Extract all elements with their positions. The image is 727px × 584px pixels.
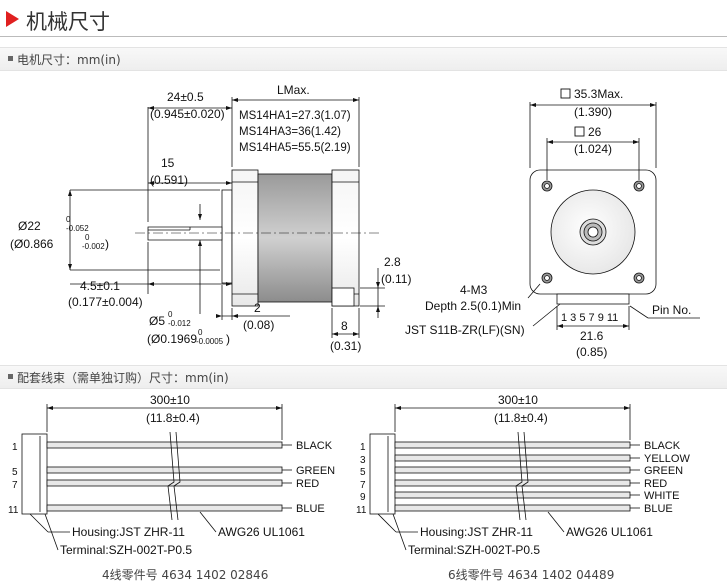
dim-45: 4.5±0.1: [80, 279, 120, 293]
cable6-wires: [394, 441, 631, 512]
cable6-pin-1: 1: [360, 442, 366, 453]
page-header: 机械尺寸: [0, 0, 727, 38]
dim-dia22-in-tol-upper: 0: [85, 233, 90, 242]
dim-15-in: (0.591): [150, 173, 188, 187]
front-connector: [556, 293, 630, 305]
dim-15: 15: [161, 156, 175, 170]
square-bullet-icon: [8, 56, 13, 61]
cable6-color-blue: BLUE: [644, 503, 673, 515]
cable6-color-red: RED: [644, 478, 667, 490]
cable4-color-black: BLACK: [296, 440, 333, 452]
square-symbol-icon: [560, 88, 571, 99]
cable4-pin-1: 1: [12, 442, 18, 453]
cable4-wires: [46, 441, 283, 512]
cable6-part-number: 6线零件号 4634 1402 04489: [448, 568, 615, 582]
cable6-color-green: GREEN: [644, 465, 683, 477]
section-cable-label: 配套线束（需单独订购）尺寸：mm(in): [17, 371, 229, 385]
label-pins: 1 3 5 7 9 11: [561, 312, 618, 324]
lmax-ms14ha1: MS14HA1=27.3(1.07): [239, 110, 351, 122]
cable4-housing-label: Housing:JST ZHR-11: [72, 525, 185, 539]
dim-dia5-in: (Ø0.1969: [147, 332, 197, 346]
dim-2: 2: [254, 301, 261, 315]
cable6-pin-5: 5: [360, 467, 366, 478]
cable4-pin-7: 7: [12, 480, 18, 491]
cable4-part-number: 4线零件号 4634 1402 02846: [102, 568, 269, 582]
dim-dia5-tol-upper: 0: [168, 310, 173, 319]
cable4-terminal-label: Terminal:SZH-002T-P0.5: [60, 543, 192, 557]
cable4-length-in: (11.8±0.4): [146, 411, 200, 425]
dim-lmax: LMax.: [277, 83, 310, 97]
section-motor-label: 电机尺寸：mm(in): [17, 53, 121, 67]
square-symbol-icon: [574, 126, 585, 137]
cable4-housing: [21, 433, 48, 515]
cable6-terminal-label: Terminal:SZH-002T-P0.5: [408, 543, 540, 557]
cable6-pin-11: 11: [356, 505, 367, 516]
dim-24-in: (0.945±0.020): [150, 107, 225, 121]
dim-26: 26: [588, 125, 602, 139]
cable4-color-green: GREEN: [296, 465, 335, 477]
cable-drawing: 300±10 (11.8±0.4) 1 5 7 11 BLACK GREEN R…: [8, 393, 690, 557]
side-connector: [331, 287, 355, 307]
dim-dia5-tol: -0.012: [168, 319, 191, 328]
dim-dia22-in-close: ): [105, 237, 109, 251]
cable6-pin-3: 3: [360, 455, 366, 466]
dim-dia5-in-close: ): [226, 332, 230, 346]
label-pin-no: Pin No.: [652, 303, 691, 317]
dim-dia22-tol-upper: 0: [66, 215, 71, 224]
dim-dia22-in: (Ø0.866: [10, 237, 54, 251]
cable6-length: 300±10: [498, 393, 538, 407]
cable6-color-black: BLACK: [644, 440, 681, 452]
cable4-pin-11: 11: [8, 505, 19, 516]
dim-2-in: (0.08): [243, 318, 274, 332]
square-bullet-icon: [8, 374, 13, 379]
dim-dia5-in-tol-upper: 0: [198, 328, 203, 337]
dim-dia22-in-tol: -0.002: [82, 242, 105, 251]
side-flange: [221, 189, 233, 284]
dim-dia5: Ø5: [149, 314, 165, 328]
dim-28-in: (0.11): [381, 272, 411, 286]
section-cable-dimensions: 配套线束（需单独订购）尺寸：mm(in): [0, 365, 727, 389]
side-stator: [257, 173, 333, 303]
cable6-housing-label: Housing:JST ZHR-11: [420, 525, 533, 539]
dim-353-in: (1.390): [574, 105, 612, 119]
side-rear-cap: [331, 169, 360, 307]
dim-dia22: Ø22: [18, 219, 41, 233]
label-4-m3: 4-M3: [460, 283, 488, 297]
dim-216-in: (0.85): [576, 345, 607, 359]
label-depth: Depth 2.5(0.1)Min: [425, 299, 521, 313]
dim-26-in: (1.024): [574, 142, 612, 156]
cable4-pin-5: 5: [12, 467, 18, 478]
dim-353: 35.3Max.: [574, 87, 623, 101]
cable6-pin-9: 9: [360, 492, 366, 503]
dim-216: 21.6: [580, 329, 604, 343]
side-shaft: [147, 226, 223, 241]
cable4-color-red: RED: [296, 478, 319, 490]
cable6-color-white: WHITE: [644, 490, 679, 502]
motor-drawing: 24±0.5 (0.945±0.020) LMax. MS14HA1=27.3(…: [10, 83, 700, 359]
cable4-awg-label: AWG26 UL1061: [218, 525, 305, 539]
header-rule: [0, 36, 727, 37]
dim-45-in: (0.177±0.004): [68, 295, 143, 309]
side-front-cap: [231, 169, 259, 307]
dim-dia22-tol: -0.052: [66, 224, 89, 233]
lmax-ms14ha3: MS14HA3=36(1.42): [239, 126, 341, 138]
cable6-pin-7: 7: [360, 480, 366, 491]
dim-dia5-in-tol: -0.0005: [196, 337, 224, 346]
cable4-length: 300±10: [150, 393, 190, 407]
red-triangle-icon: [6, 11, 19, 27]
cable6-housing: [369, 433, 396, 515]
cable6-awg-label: AWG26 UL1061: [566, 525, 653, 539]
lmax-ms14ha5: MS14HA5=55.5(2.19): [239, 142, 351, 154]
cable6-color-yellow: YELLOW: [644, 453, 690, 465]
section-motor-dimensions: 电机尺寸：mm(in): [0, 47, 727, 71]
label-connector: JST S11B-ZR(LF)(SN): [405, 323, 525, 337]
cable6-length-in: (11.8±0.4): [494, 411, 548, 425]
page-title: 机械尺寸: [26, 10, 110, 34]
dim-24: 24±0.5: [167, 90, 204, 104]
dim-8-in: (0.31): [330, 339, 361, 353]
cable4-color-blue: BLUE: [296, 503, 325, 515]
dim-28: 2.8: [384, 255, 401, 269]
dim-8: 8: [341, 319, 348, 333]
